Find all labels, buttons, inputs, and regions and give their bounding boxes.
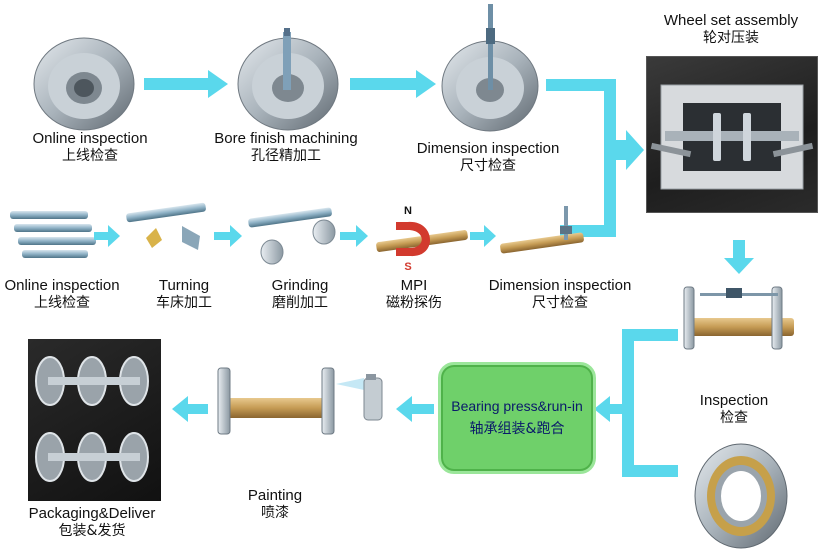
label-zh: 轮对压装 [703, 30, 759, 46]
label-en: Grinding [271, 277, 329, 294]
bearing-label-en: Bearing press&run-in [451, 398, 583, 414]
label-inspection: Inspection 检查 [700, 392, 768, 427]
packaging-image [28, 339, 161, 501]
label-en: Turning [158, 277, 210, 294]
label-packaging: Packaging&Deliver 包装&发货 [29, 505, 156, 540]
arrow-painting-to-packaging [172, 396, 208, 422]
label-en: Dimension inspection [416, 140, 560, 157]
label-assembly: Wheel set assembly 轮对压装 [664, 12, 798, 47]
label-en: MPI [400, 277, 428, 294]
label-zh: 包装&发货 [58, 523, 126, 539]
mpi-image [376, 221, 468, 257]
label-en: Wheel set assembly [663, 12, 799, 29]
wheel-online-image [33, 37, 135, 131]
label-en: Online inspection [4, 277, 120, 294]
label-zh: 磁粉探伤 [386, 295, 442, 311]
arrow-mid-2 [214, 225, 242, 247]
label-grinding: Grinding 磨削加工 [272, 277, 329, 312]
label-painting: Painting 喷漆 [248, 487, 302, 522]
bearing-label-zh: 轴承组装&跑合 [469, 421, 565, 437]
label-zh: 尺寸检查 [459, 158, 516, 174]
label-mpi: MPI 磁粉探伤 [386, 277, 442, 312]
label-axle-online: Online inspection 上线检查 [4, 277, 119, 312]
label-en: Painting [247, 487, 303, 504]
arrow-mid-4 [470, 225, 496, 247]
label-en: Online inspection [32, 130, 148, 147]
label-zh: 尺寸检查 [531, 295, 588, 311]
arrow-assembly-down [724, 240, 754, 274]
arrow-mid-1 [94, 225, 120, 247]
arrow-mid-3 [340, 225, 368, 247]
label-en: Dimension inspection [488, 277, 632, 294]
label-wheel-dimension: Dimension inspection 尺寸检查 [417, 140, 560, 175]
label-turning: Turning 车床加工 [156, 277, 212, 312]
label-zh: 上线检查 [61, 148, 118, 164]
label-en: Packaging&Deliver [28, 505, 156, 522]
arrow-top-to-assembly [546, 79, 644, 237]
label-bore: Bore finish machining 孔径精加工 [214, 130, 357, 165]
magnet-south-label: S [404, 261, 411, 273]
label-en: Bore finish machining [214, 130, 358, 147]
arrow-to-bearing-box [594, 329, 678, 477]
wheel-dimension-image [441, 4, 539, 132]
grinding-image [248, 207, 336, 265]
magnet-north-label: N [404, 205, 412, 217]
bearing-image [694, 443, 788, 549]
arrow-bearing-to-painting [396, 396, 434, 422]
label-zh: 孔径精加工 [250, 148, 321, 164]
wheel-set-assembly-image [646, 56, 818, 213]
axle-dimension-image [500, 206, 584, 254]
bearing-press-box: Bearing press&run-in 轴承组装&跑合 [438, 362, 596, 474]
label-zh: 喷漆 [261, 505, 289, 521]
arrow-top-2 [350, 70, 436, 98]
label-zh: 磨削加工 [271, 295, 328, 311]
arrow-top-1 [144, 70, 228, 98]
label-zh: 上线检查 [33, 295, 90, 311]
inspection-wheelset-image [683, 286, 794, 350]
label-zh: 检查 [719, 410, 748, 426]
painting-wheelset-image [217, 367, 383, 435]
turning-image [126, 202, 206, 250]
wheel-bore-image [237, 28, 339, 131]
label-zh: 车床加工 [156, 295, 212, 311]
label-wheel-online: Online inspection 上线检查 [32, 130, 147, 165]
label-en: Inspection [699, 392, 769, 409]
label-axle-dimension: Dimension inspection 尺寸检查 [489, 277, 632, 312]
axle-online-image [10, 211, 96, 258]
